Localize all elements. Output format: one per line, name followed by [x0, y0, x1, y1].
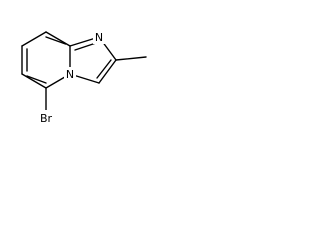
atom-imidazole-nitrogen: N: [93, 30, 105, 44]
methyl-bond: [115, 56, 147, 61]
bond-c2-c3: [98, 59, 117, 84]
bond-c8a-c8-inner: [45, 36, 67, 45]
bond-c6-c5: [21, 73, 47, 89]
bromine-label: Br: [40, 112, 53, 125]
bond-c2-c3-inner: [96, 59, 112, 79]
atom-bromine: Br: [37, 110, 55, 125]
atom-bridge-nitrogen: N: [64, 67, 76, 81]
imidazopyridine-structure: N N Br: [21, 30, 147, 125]
bond-c8-c7: [21, 31, 47, 47]
bridge-nitrogen-label: N: [66, 68, 74, 81]
bond-c6-c5-inner: [26, 75, 47, 84]
imidazole-nitrogen-label: N: [95, 31, 103, 44]
pyridine-ring: [21, 31, 71, 89]
